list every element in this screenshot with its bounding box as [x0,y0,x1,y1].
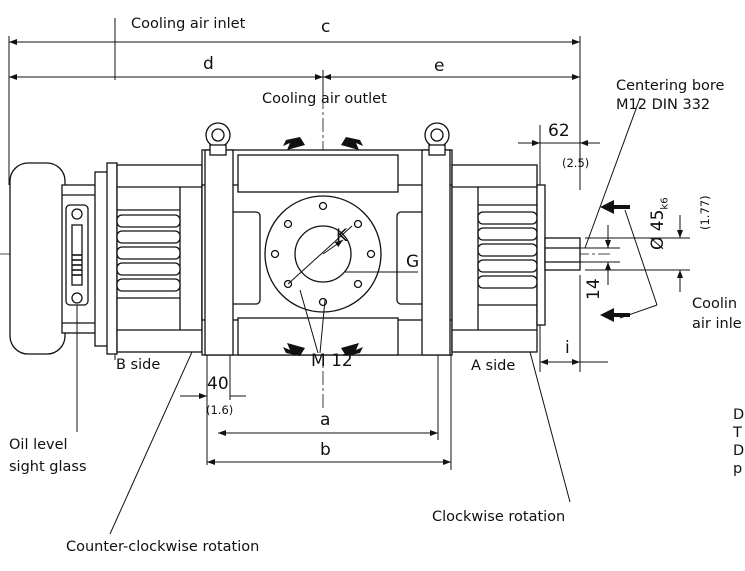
shaft-diameter-inch-label: (1.77) [698,195,712,230]
air-flow-arrows [283,137,630,356]
oil-level-label-2: sight glass [9,459,87,475]
oil-level-label-1: Oil level [9,437,68,453]
dimension-lines [8,18,690,470]
cooling-air-inlet-top-label: Cooling air inlet [131,16,246,32]
label-leaders [76,97,658,535]
dimension-62-inch-label: (2.5) [562,156,590,170]
dimension-e-label: e [434,56,445,76]
dimension-40-inch-label: (1.6) [206,403,234,417]
cut-note-line-3: D [733,443,745,459]
sight-glass-hatch [72,254,82,276]
b-side-fins [116,214,181,292]
dimension-a-label: a [320,410,331,430]
clockwise-rotation-label: Clockwise rotation [432,509,566,525]
centering-bore-label-2: M12 DIN 332 [616,97,711,113]
shaft-tolerance: k6 [659,197,671,210]
cooling-air-outlet-label: Cooling air outlet [262,91,387,107]
shaft-diameter-value: Ø 45 [648,209,668,250]
centering-bore-label-1: Centering bore [616,78,725,94]
thread-m12-label: M 12 [311,351,353,371]
dimension-i-label: i [565,338,570,358]
shaft-diameter-label: Ø 45k6 [648,197,673,250]
dimension-40-label: 40 [207,374,229,394]
a-side-label: A side [471,358,516,374]
flange-k-label: K [336,226,348,246]
counter-clockwise-rotation-label: Counter-clockwise rotation [66,539,260,555]
pump-body [9,122,581,356]
b-side-label: B side [116,357,161,373]
cut-note-line-2: T [733,425,742,441]
dimension-62-label: 62 [548,121,570,141]
cooling-air-inlet-right-label-1: Coolin [692,296,738,312]
a-side-fins [477,211,538,289]
dimension-b-label: b [320,440,331,460]
cut-note-line-1: D [733,407,745,423]
dimension-14-label: 14 [584,278,604,300]
dimension-d-label: d [203,54,214,74]
flange-g-label: G [406,252,420,272]
cooling-air-inlet-right-label-2: air inle [692,316,742,332]
flange-leaders [287,225,418,354]
cut-note-line-4: p [733,461,743,477]
dimension-c-label: c [321,17,331,37]
